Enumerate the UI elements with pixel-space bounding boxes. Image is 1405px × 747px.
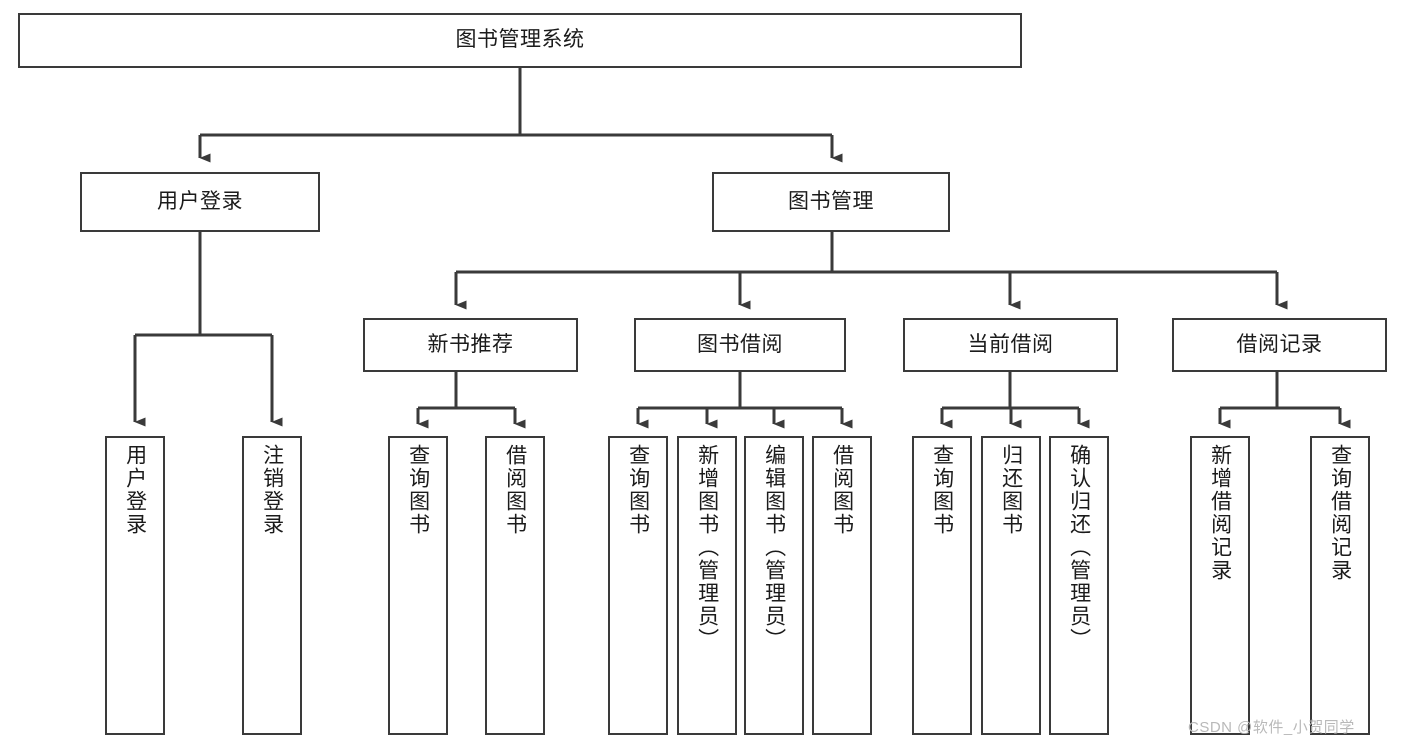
node-leaf-add-borrow-record[interactable]: 新增借阅记录 [1190,436,1250,735]
node-leaf-add-book-admin[interactable]: 新增图书（管理员） [677,436,737,735]
node-label: 新增图书（管理员） [695,444,719,651]
node-label: 当前借阅 [967,332,1054,356]
node-label: 新书推荐 [427,332,514,356]
node-label: 确认归还（管理员） [1067,444,1091,651]
node-label: 归还图书 [999,444,1023,536]
csdn-watermark: CSDN @软件_小贺同学 [1188,719,1355,736]
node-label: 查询借阅记录 [1328,444,1352,582]
node-label: 图书借阅 [697,332,783,356]
node-leaf-edit-book-admin[interactable]: 编辑图书（管理员） [744,436,804,735]
node-label: 用户登录 [157,189,243,213]
node-label: 查询图书 [930,444,954,536]
node-label: 查询图书 [626,444,650,536]
node-leaf-borrow-book-recommend[interactable]: 借阅图书 [485,436,545,735]
node-label: 借阅图书 [503,444,527,536]
node-leaf-return-book[interactable]: 归还图书 [981,436,1041,735]
node-label: 借阅记录 [1236,332,1323,356]
node-leaf-user-login[interactable]: 用户登录 [105,436,165,735]
node-label: 图书管理 [788,189,874,213]
node-label: 编辑图书（管理员） [762,444,786,651]
node-new-book-recommend[interactable]: 新书推荐 [363,318,578,372]
node-current-borrow[interactable]: 当前借阅 [903,318,1118,372]
node-leaf-borrow-book[interactable]: 借阅图书 [812,436,872,735]
node-label: 用户登录 [123,444,147,536]
node-leaf-logout[interactable]: 注销登录 [242,436,302,735]
node-leaf-query-borrow-record[interactable]: 查询借阅记录 [1310,436,1370,735]
node-leaf-query-book-borrow[interactable]: 查询图书 [608,436,668,735]
node-label: 借阅图书 [830,444,854,536]
node-label: 注销登录 [260,444,284,536]
node-book-manage[interactable]: 图书管理 [712,172,950,232]
node-user-login[interactable]: 用户登录 [80,172,320,232]
node-leaf-confirm-return-admin[interactable]: 确认归还（管理员） [1049,436,1109,735]
node-borrow-record[interactable]: 借阅记录 [1172,318,1387,372]
node-label: 新增借阅记录 [1208,444,1232,582]
node-leaf-query-book-recommend[interactable]: 查询图书 [388,436,448,735]
node-leaf-query-book-current[interactable]: 查询图书 [912,436,972,735]
node-book-borrow[interactable]: 图书借阅 [634,318,846,372]
node-root-system[interactable]: 图书管理系统 [18,13,1022,68]
node-label: 查询图书 [406,444,430,536]
node-label: 图书管理系统 [455,28,585,52]
